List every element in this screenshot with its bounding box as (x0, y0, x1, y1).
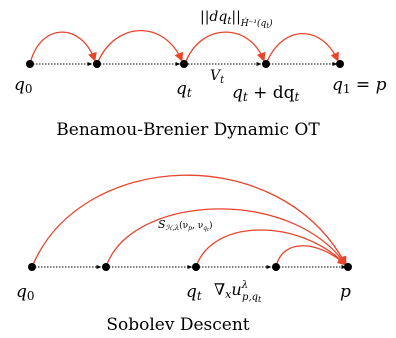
velocity-label: Vt (210, 68, 225, 86)
node-q-next (272, 263, 280, 271)
node-q1 (336, 60, 344, 68)
node-q0 (26, 60, 34, 68)
label-qt: qt (186, 282, 202, 303)
descent-arc (275, 245, 347, 268)
node-q0 (28, 263, 36, 271)
divergence-label: Sℋ,λ(νp, νqt) (158, 218, 213, 233)
descent-arc (105, 208, 347, 268)
transport-arc (29, 31, 97, 65)
descent-arc (195, 229, 347, 268)
label-p: p (340, 282, 351, 302)
descent-arc (31, 174, 347, 268)
node-p (344, 263, 352, 271)
transport-arc (265, 32, 339, 65)
label-q0: q0 (16, 282, 35, 303)
top-diagram: ||dqt||Ḣ⁻¹(qt) Vt q0 qt qt + dqt q1 = p … (14, 9, 387, 140)
node-q-mid (93, 60, 101, 68)
node-q-mid (102, 263, 110, 271)
node-qt-dqt (262, 60, 270, 68)
node-qt (192, 263, 200, 271)
top-caption: Benamou-Brenier Dynamic OT (56, 120, 320, 140)
transport-arc (184, 31, 266, 65)
label-qt: qt (176, 79, 192, 100)
node-qt (180, 60, 188, 68)
bottom-caption: Sobolev Descent (106, 315, 249, 335)
label-qt-plus-dqt: qt + dqt (232, 83, 300, 104)
norm-label: ||dqt||Ḣ⁻¹(qt) (200, 9, 273, 30)
label-q1-equals-p: q1 = p (332, 75, 387, 96)
transport-arc (96, 29, 184, 65)
label-q0: q0 (14, 75, 33, 96)
